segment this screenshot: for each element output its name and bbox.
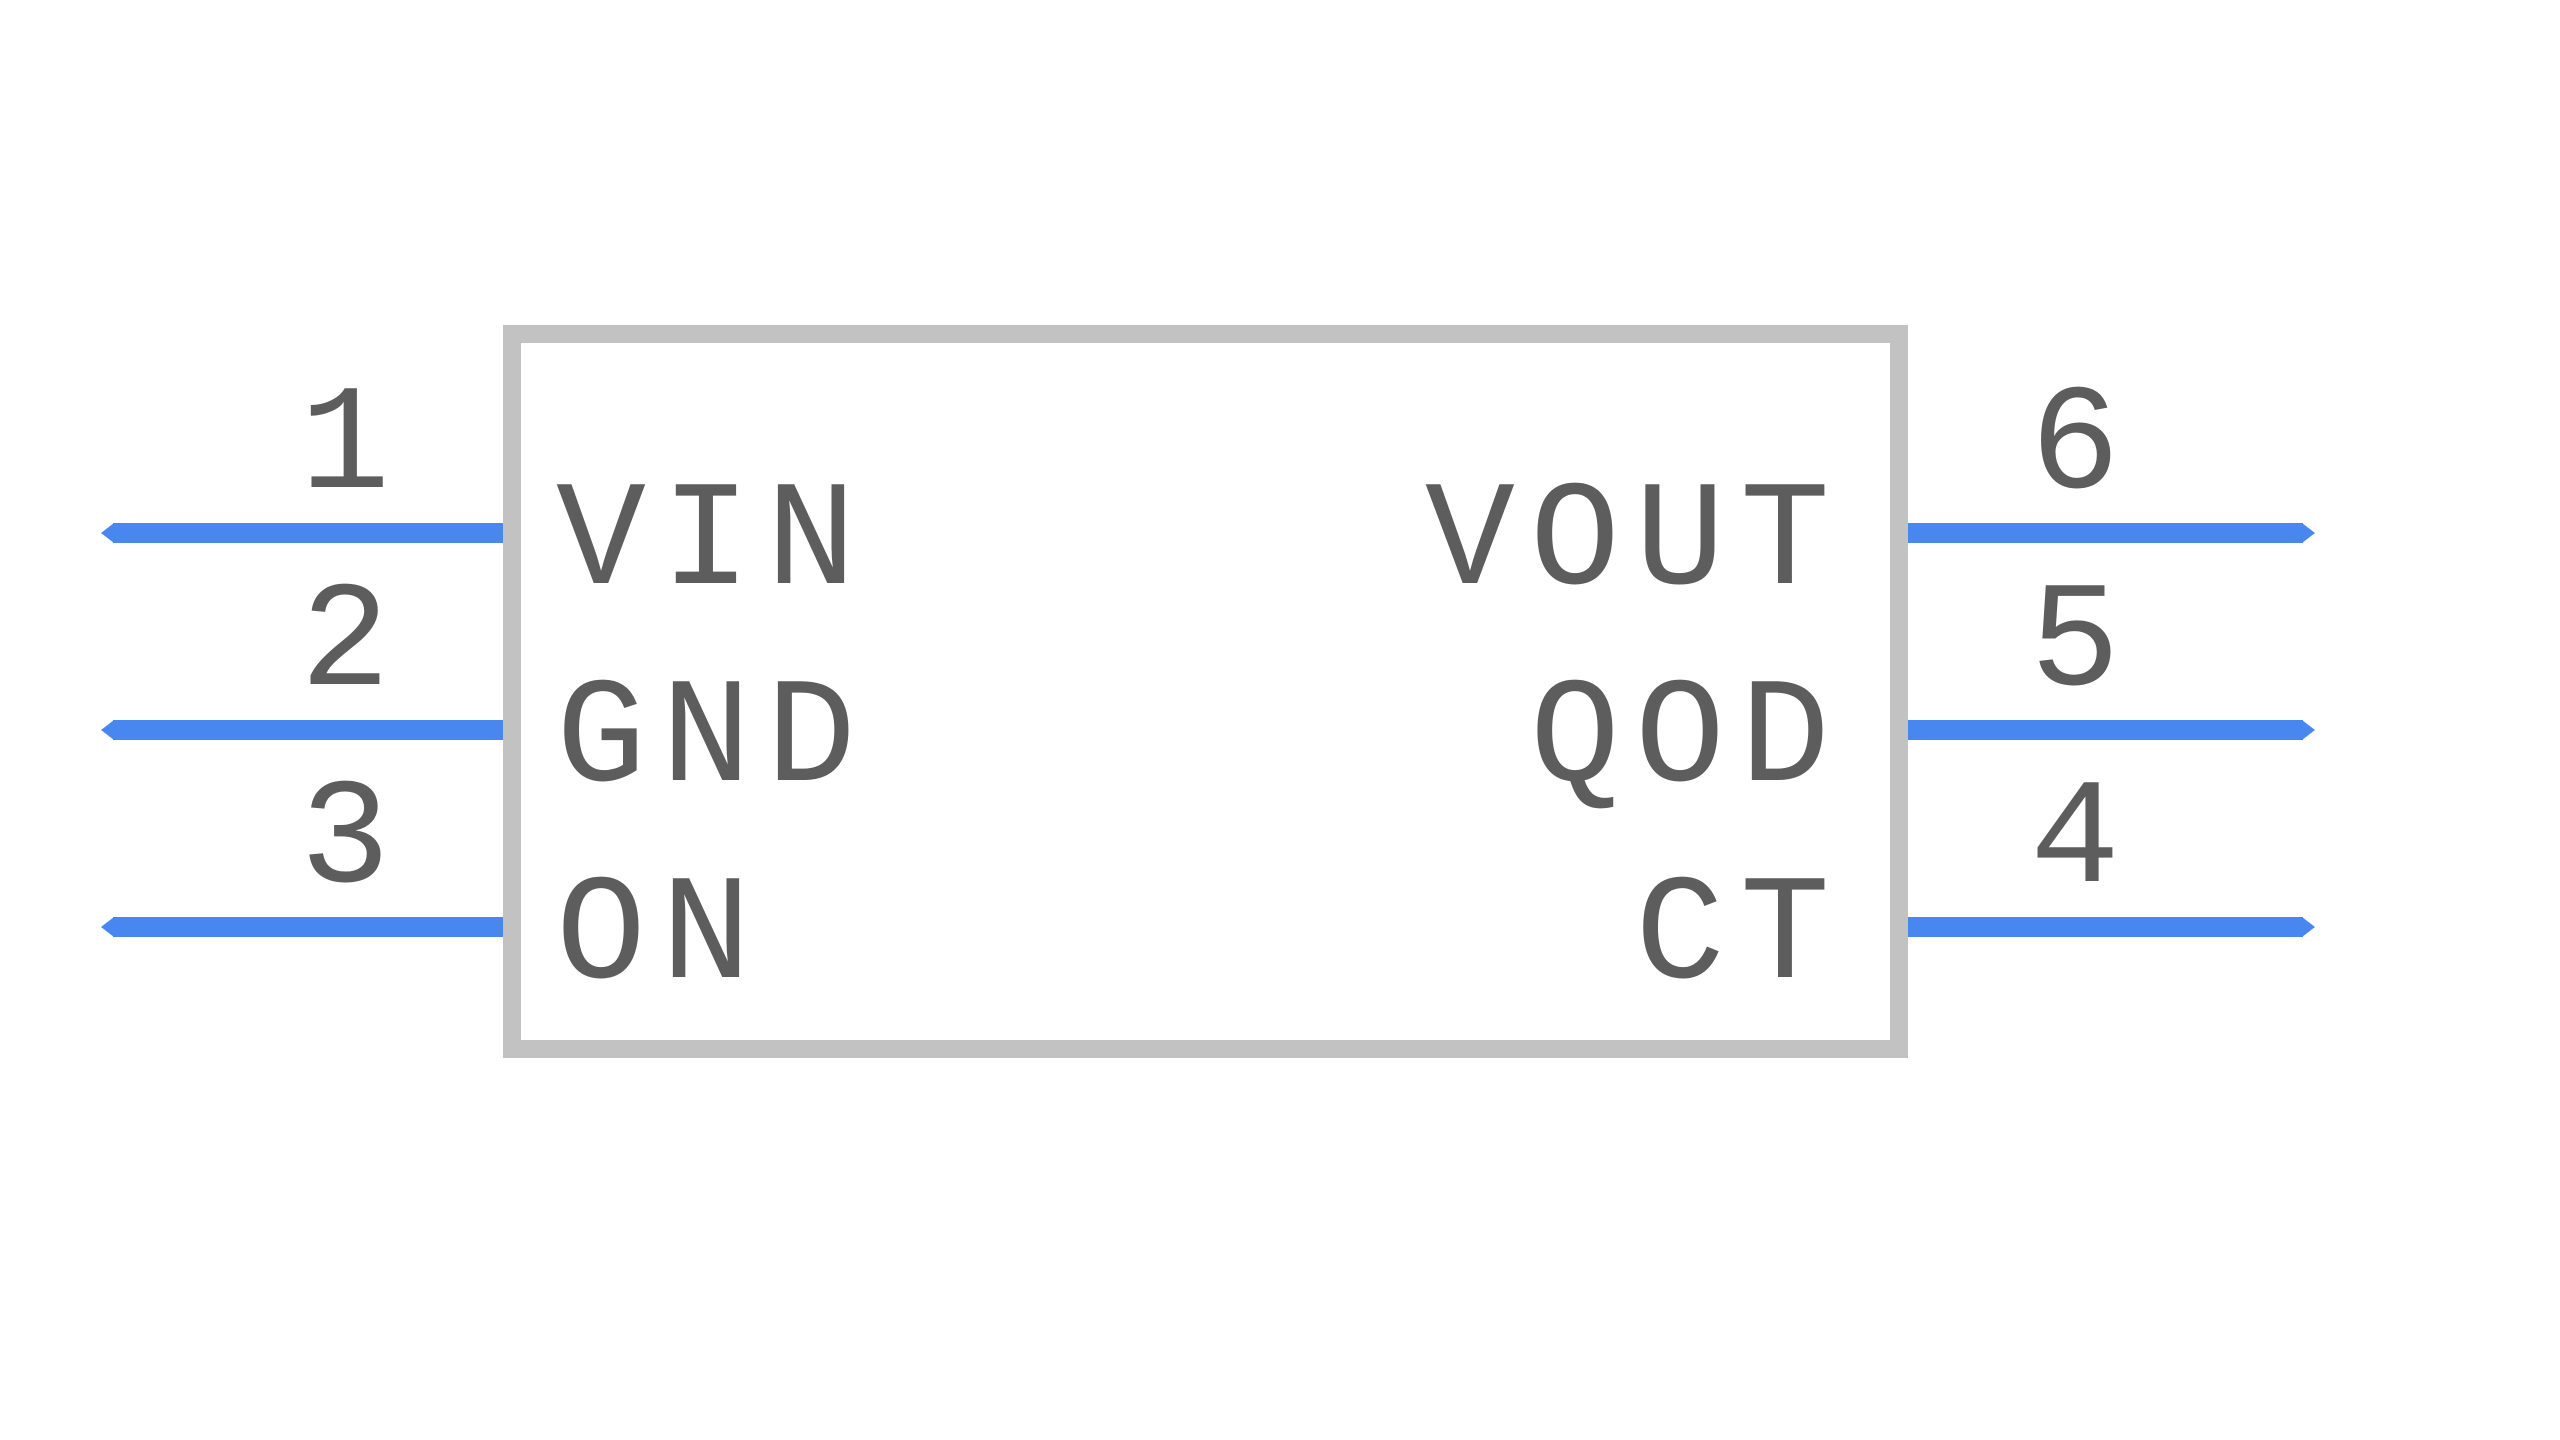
pin-name-vin: VIN [556, 459, 872, 629]
pin-number-3: 3 [299, 757, 390, 927]
pin-number-6: 6 [2029, 363, 2120, 533]
pin-name-gnd: GND [556, 656, 872, 826]
pin-name-qod: QOD [1529, 656, 1845, 826]
pin-wire-1 [101, 523, 503, 543]
pin-wire-6 [1908, 523, 2315, 543]
pin-number-4: 4 [2029, 757, 2120, 927]
pin-name-on: ON [556, 853, 767, 1023]
pin-number-2: 2 [299, 560, 390, 730]
pin-number-5: 5 [2029, 560, 2120, 730]
component-body [503, 325, 1908, 1058]
pin-wire-4 [1908, 917, 2315, 937]
pin-wire-2 [101, 720, 503, 740]
pin-name-ct: CT [1634, 853, 1845, 1023]
pin-wire-3 [101, 917, 503, 937]
pin-name-vout: VOUT [1424, 459, 1845, 629]
pin-number-1: 1 [299, 363, 390, 533]
pin-wire-5 [1908, 720, 2315, 740]
